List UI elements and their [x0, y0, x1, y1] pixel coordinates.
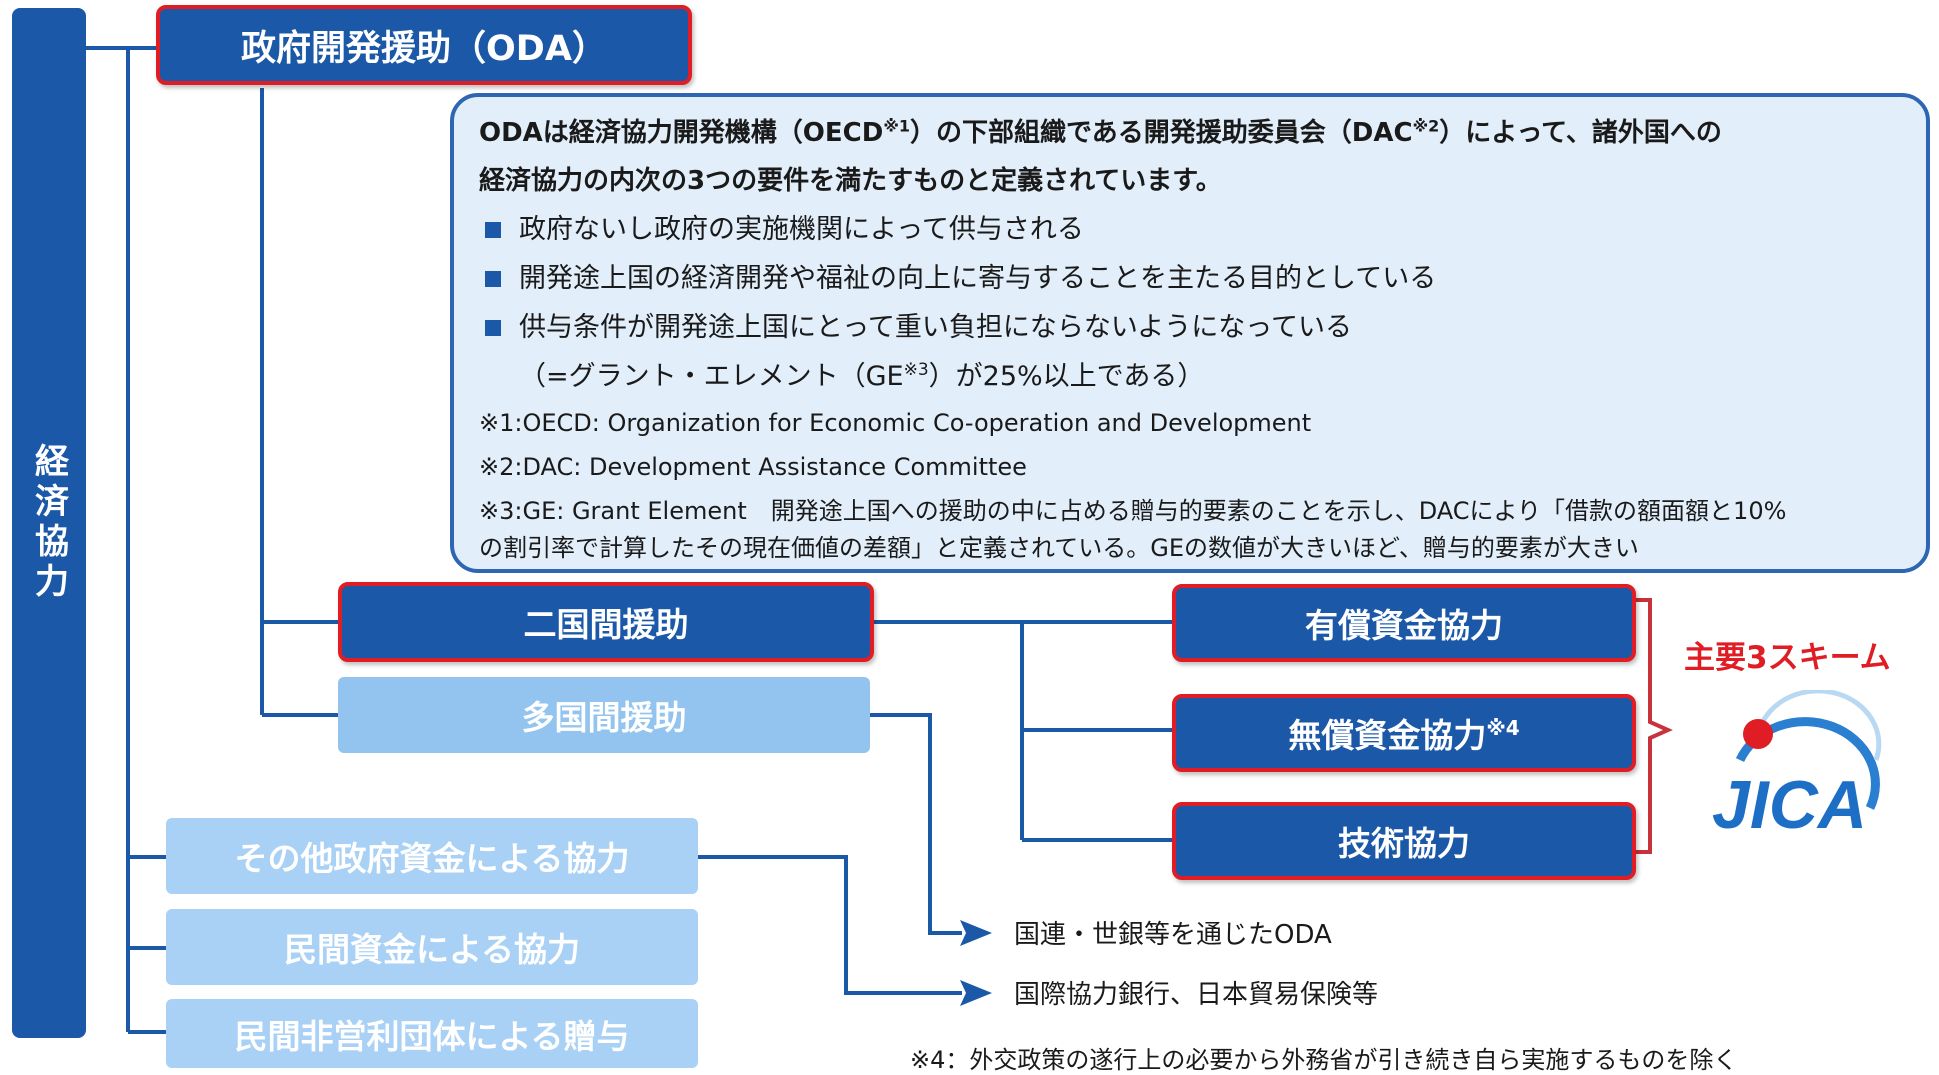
criterion-1: 政府ないし政府の実施機関によって供与される — [479, 205, 1898, 254]
private-funds-label: 民間資金による協力 — [283, 930, 580, 969]
arrow-un — [960, 920, 992, 946]
main-3-schemes-label: 主要3スキーム — [1684, 640, 1891, 676]
bilateral-aid-label: 二国間援助 — [523, 605, 689, 644]
multilateral-aid-label: 多国間援助 — [521, 698, 687, 737]
jica-logo: JICA — [1712, 690, 1882, 840]
definition-intro-line1: ODAは経済協力開発機構（OECD※1）の下部組織である開発援助委員会（DAC※… — [479, 116, 1722, 148]
scheme-bracket — [1636, 598, 1673, 854]
svg-text:JICA: JICA — [1712, 767, 1867, 840]
arrow-jbic — [960, 980, 992, 1006]
othergov-output-line — [698, 855, 962, 995]
footnote-4: ※4：外交政策の遂行上の必要から外務省が引き続き自ら実施するものを除く — [910, 1046, 1738, 1074]
oda-title: 政府開発援助（ODA） — [241, 28, 607, 69]
bullet-square-icon — [485, 270, 501, 287]
multilateral-output-line — [870, 713, 962, 935]
grant-aid-label: 無償資金協力※4 — [1288, 716, 1520, 755]
bullet-square-icon — [485, 319, 501, 336]
economic-cooperation-bar: 経済協力 — [12, 8, 86, 1038]
multilateral-aid-box[interactable]: 多国間援助 — [338, 677, 870, 753]
technical-cooperation-box[interactable]: 技術協力 — [1172, 802, 1636, 880]
bullet-square-icon — [485, 221, 501, 238]
criterion-3-detail: （=グラント・エレメント（GE※3）が25%以上である） — [519, 360, 1205, 392]
grant-aid-box[interactable]: 無償資金協力※4 — [1172, 694, 1636, 772]
note-oecd: ※1:OECD: Organization for Economic Co-op… — [479, 409, 1312, 437]
other-gov-funds-label: その他政府資金による協力 — [234, 839, 630, 878]
other-gov-funds-box[interactable]: その他政府資金による協力 — [166, 818, 698, 894]
nonprofit-grants-box[interactable]: 民間非営利団体による贈与 — [166, 999, 698, 1068]
oda-box[interactable]: 政府開発援助（ODA） — [156, 5, 692, 85]
nonprofit-grants-label: 民間非営利団体による贈与 — [234, 1016, 630, 1056]
criterion-2: 開発途上国の経済開発や福祉の向上に寄与することを主たる目的としている — [479, 254, 1898, 303]
note-ge-line2: の割引率で計算したその現在価値の差額」と定義されている。GEの数値が大きいほど、… — [479, 534, 1639, 562]
economic-cooperation-label: 経済協力 — [28, 443, 69, 603]
note-ge-line1: ※3:GE: Grant Element 開発途上国への援助の中に占める贈与的要… — [479, 497, 1787, 525]
jbic-nexi-label: 国際協力銀行、日本貿易保険等 — [1014, 980, 1379, 1010]
un-worldbank-oda-label: 国連・世銀等を通じたODA — [1014, 920, 1332, 950]
loan-aid-label: 有償資金協力 — [1305, 606, 1503, 645]
bilateral-aid-box[interactable]: 二国間援助 — [338, 582, 874, 662]
note-dac: ※2:DAC: Development Assistance Committee — [479, 453, 1027, 481]
definition-intro-line2: 経済協力の内次の3つの要件を満たすものと定義されています。 — [479, 166, 1222, 196]
technical-cooperation-label: 技術協力 — [1338, 824, 1470, 863]
private-funds-box[interactable]: 民間資金による協力 — [166, 909, 698, 985]
criterion-3: 供与条件が開発途上国にとって重い負担にならないようになっている — [479, 303, 1898, 352]
loan-aid-box[interactable]: 有償資金協力 — [1172, 584, 1636, 662]
oda-definition-box: ODAは経済協力開発機構（OECD※1）の下部組織である開発援助委員会（DAC※… — [450, 93, 1930, 573]
